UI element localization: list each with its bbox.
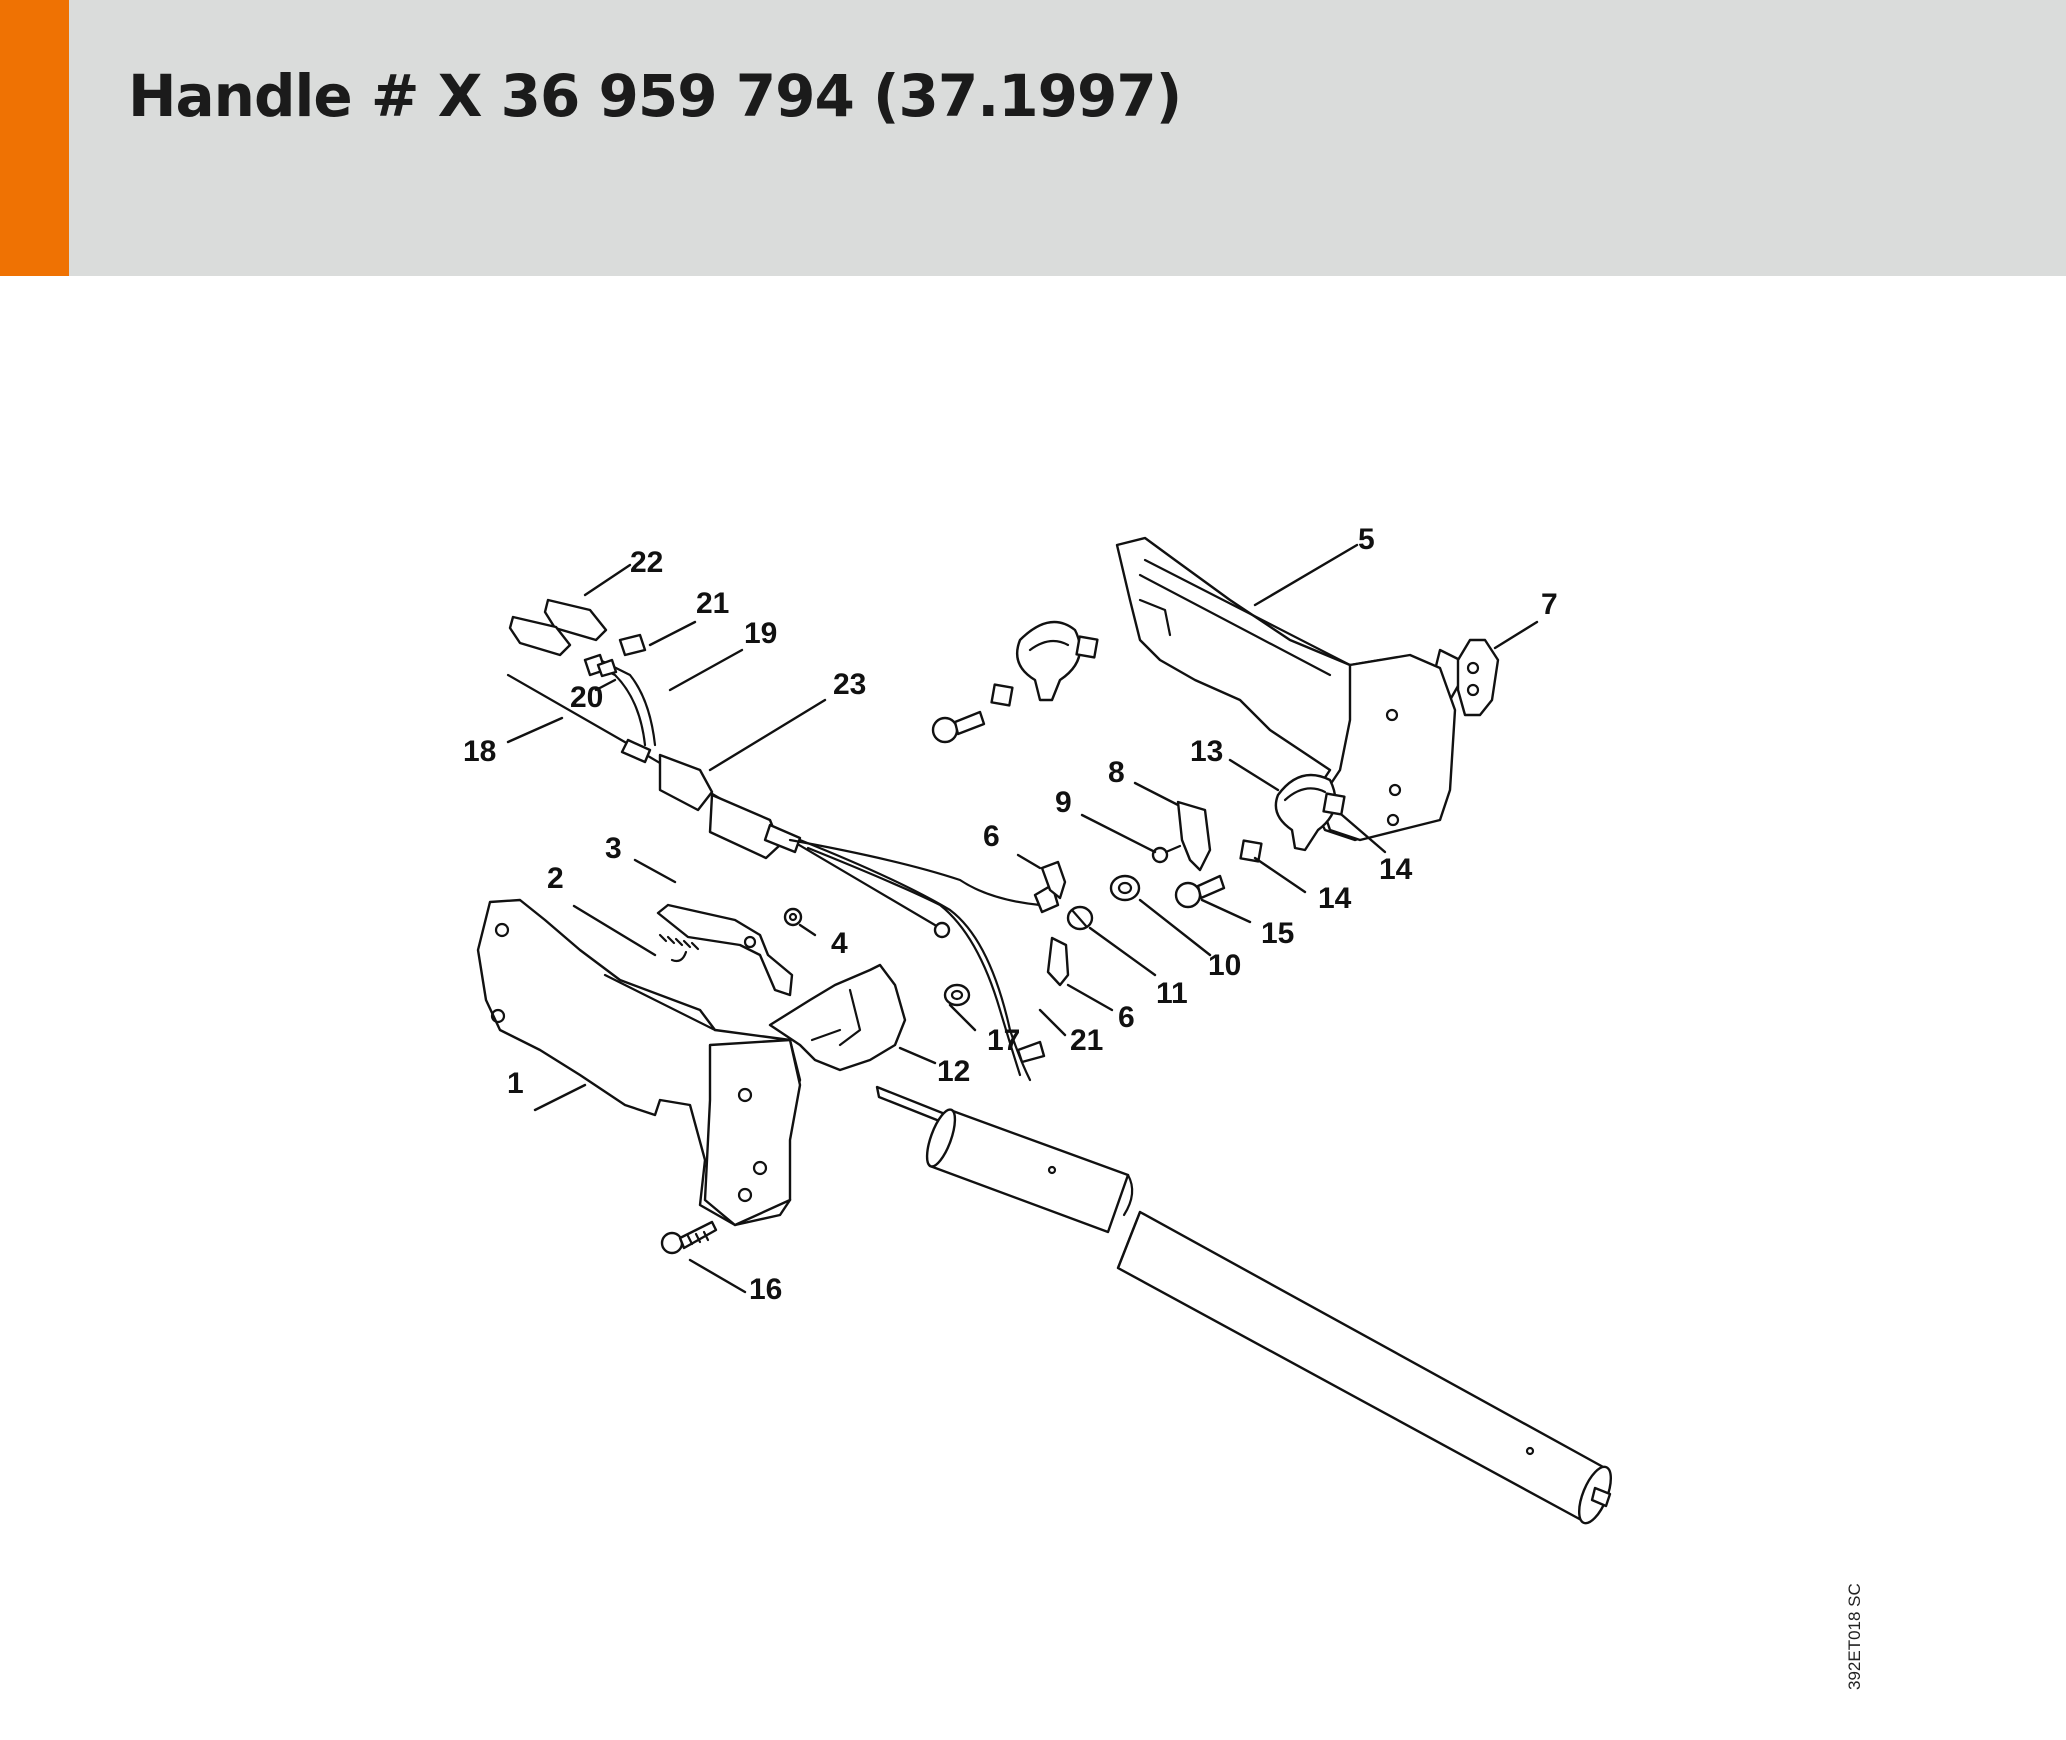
screw-15 [1174,874,1226,909]
small-nut [783,907,803,927]
callout-18: 18 [463,735,496,768]
page-title: Handle # X 36 959 794 (37.1997) [128,62,1182,130]
callout-1: 1 [507,1067,524,1100]
callout-19: 19 [744,617,777,650]
ring-10 [1109,874,1141,902]
shaft-tube [875,1085,1613,1525]
callout-14-left: 14 [1318,882,1352,915]
callout-15: 15 [1261,917,1294,950]
callout-labels: 1 2 3 4 5 6 6 7 8 9 10 11 12 13 14 14 15… [463,523,1558,1306]
contact-spring-upper [1040,860,1067,900]
header-bar [0,0,2066,276]
callout-14-right: 14 [1379,853,1413,886]
callout-6-lower: 6 [1118,1001,1135,1034]
callout-5: 5 [1358,523,1375,556]
screw-9 [1151,844,1182,864]
lower-clamp [1239,773,1346,863]
callout-11: 11 [1156,977,1188,1010]
grommet-ring [943,983,971,1007]
callout-2: 2 [547,862,564,895]
upper-clamp [931,620,1099,744]
callout-9: 9 [1055,786,1072,819]
callout-7: 7 [1541,588,1558,621]
callout-10: 10 [1208,949,1241,982]
callout-21-upper: 21 [696,587,729,620]
accent-stripe [0,0,69,276]
push-button [1066,905,1094,931]
screw-16 [660,1220,718,1255]
cable-harness [506,658,1060,1082]
wire-terminals [583,633,647,678]
spring [658,933,700,963]
callout-12: 12 [937,1055,970,1088]
callout-6-upper: 6 [983,820,1000,853]
callout-13: 13 [1190,735,1223,768]
callout-17: 17 [987,1024,1020,1057]
handle-upper-half [1115,536,1472,842]
diagram-reference-code: 392ET018 SC [1845,1583,1864,1690]
leader-lines [506,543,1539,1294]
plate [1176,800,1212,872]
callout-20: 20 [570,681,603,714]
end-cap [1456,638,1500,717]
trigger-lever [656,903,794,997]
callout-4: 4 [831,927,848,960]
contact-spring-lower [1046,936,1070,987]
callout-3: 3 [605,832,622,865]
callout-8: 8 [1108,756,1125,789]
handle-lower-half [476,898,802,1227]
callout-16: 16 [749,1273,782,1306]
callout-21-lower: 21 [1070,1024,1103,1057]
callout-22: 22 [630,546,663,579]
callout-23: 23 [833,668,866,701]
connector-caps [508,598,608,657]
switch-housing [768,963,907,1072]
